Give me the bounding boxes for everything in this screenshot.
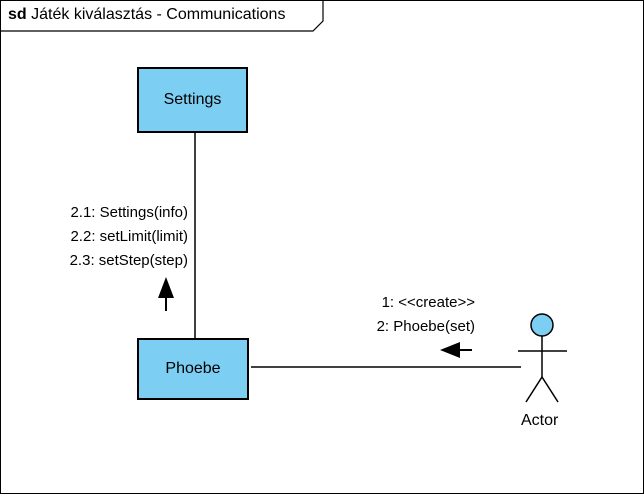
messages-to-phoebe: 1: <<create>> 2: Phoebe(set) [377,291,475,339]
lifeline-settings[interactable]: Settings [137,67,248,133]
message-label: 2.3: setStep(step) [69,252,188,269]
lifeline-phoebe-label: Phoebe [165,360,221,377]
actor-label: Actor [521,412,559,429]
message-arrow-left [440,342,472,358]
actor-head [530,313,554,337]
actor-figure [518,313,567,403]
frame-title: sd Játék kiválasztás - Communications [8,6,285,24]
message-label: 2.1: Settings(info) [70,204,188,221]
message-label: 1: <<create>> [381,294,475,311]
frame-title-text: Játék kiválasztás - Communications [31,6,286,23]
frame-title-tab [1,1,324,32]
messages-to-settings: 2.1: Settings(info) 2.2: setLimit(limit)… [70,201,188,273]
message-label: 2: Phoebe(set) [376,318,475,335]
frame-keyword: sd [8,6,27,23]
lifeline-settings-label: Settings [163,91,222,108]
lifeline-phoebe[interactable]: Phoebe [137,338,249,400]
message-label: 2.2: setLimit(limit) [70,228,188,245]
message-arrow-up [158,277,174,311]
